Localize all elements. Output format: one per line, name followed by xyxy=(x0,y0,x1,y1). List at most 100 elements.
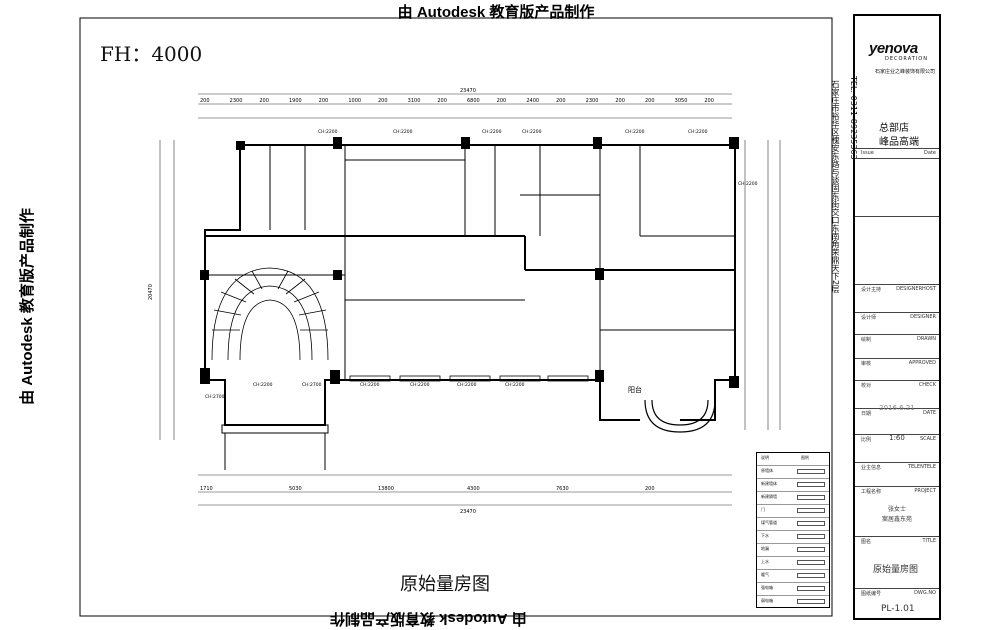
opening-label-10: CH:2200 xyxy=(410,382,430,388)
bottom-windows xyxy=(349,375,589,382)
company-name: 石家庄业之峰装饰有限公司 xyxy=(875,69,936,75)
legend-row-label: 门 xyxy=(761,507,765,512)
row-label-en: DRAWN xyxy=(917,336,936,342)
row-label-cn: 设计主持 xyxy=(861,287,882,293)
opening-label-7: CH:2200 xyxy=(253,382,273,388)
legend-symbol xyxy=(797,521,825,526)
top-dim-6: 200 xyxy=(378,98,388,104)
legend-row-label: 弱电箱 xyxy=(761,598,773,603)
balcony-left xyxy=(221,424,329,470)
plan-title: 原始量房图 xyxy=(400,574,490,595)
bottom-dim-5: 200 xyxy=(645,486,655,492)
opening-label-6: CH:2700 xyxy=(205,394,225,400)
branch-name: 总部店 xyxy=(879,123,909,134)
row-label-cn: 校对 xyxy=(861,383,872,389)
row-label-en: CHECK xyxy=(918,382,936,388)
total-width-label-bottom: 23470 xyxy=(460,509,476,515)
opening-label-1: CH:2200 xyxy=(393,129,413,135)
bottom-dim-3: 4300 xyxy=(467,486,480,492)
bottom-dim-2: 13800 xyxy=(378,486,394,492)
bottom-dimension-labels: 1710 5030 13800 4300 7630 200 xyxy=(200,486,655,492)
total-height-label: 20470 xyxy=(148,284,154,300)
structural-columns xyxy=(200,137,739,388)
curved-staircase xyxy=(211,267,329,361)
phone-vertical: TEL: 0311-89235363 xyxy=(849,76,858,160)
top-dim-11: 2400 xyxy=(526,98,539,104)
top-dimension-labels: 200 2300 200 1900 200 1000 200 3100 200 6800 200 24… xyxy=(200,98,714,104)
opening-label-12: CH:2200 xyxy=(505,382,525,388)
legend-symbol xyxy=(797,547,825,552)
legend-title: 说明 xyxy=(761,455,769,460)
top-dim-10: 200 xyxy=(497,98,507,104)
row-label-cn: 业主信息 xyxy=(861,465,882,471)
row-label-en: TELENTELE xyxy=(907,464,936,470)
opening-label-0: CH:2200 xyxy=(318,129,338,135)
row-label-cn: 图名 xyxy=(861,539,872,545)
legend-row: 上水 xyxy=(757,556,829,567)
bay-window xyxy=(644,399,716,433)
opening-label-2: CH:2200 xyxy=(482,129,502,135)
top-dim-0: 200 xyxy=(200,98,210,104)
top-dim-1: 2300 xyxy=(230,98,243,104)
top-dim-3: 1900 xyxy=(289,98,302,104)
owner-value: 张女士 xyxy=(887,506,906,513)
row-label-en: PROJECT xyxy=(914,488,936,494)
legend-symbol xyxy=(797,508,825,513)
top-dim-7: 3100 xyxy=(408,98,421,104)
row-label-cn: 日期 xyxy=(861,411,872,417)
top-dim-14: 200 xyxy=(615,98,625,104)
legend-row: 暖气 xyxy=(757,569,829,580)
legend-table: 说明图例 原墙体新建墙体新建隔墙门煤气管道下水地漏上水暖气强电箱弱电箱 xyxy=(756,452,830,608)
legend-row-label: 新建隔墙 xyxy=(761,494,777,499)
legend-row-label: 煤气管道 xyxy=(761,520,777,525)
legend-row: 地漏 xyxy=(757,543,829,554)
bottom-dim-4: 7630 xyxy=(556,486,569,492)
room-label-balcony: 阳台 xyxy=(628,385,642,394)
legend-symbol xyxy=(797,534,825,539)
row-label-cn: 绘制 xyxy=(861,337,872,343)
logo-subtitle: DECORATION xyxy=(885,56,928,62)
top-dim-12: 200 xyxy=(556,98,566,104)
top-dim-17: 200 xyxy=(704,98,714,104)
row-label-en: SCALE xyxy=(919,436,936,442)
top-dim-13: 2300 xyxy=(586,98,599,104)
top-dim-4: 200 xyxy=(319,98,329,104)
bottom-dim-0: 1710 xyxy=(200,486,213,492)
legend-row-label: 下水 xyxy=(761,533,769,538)
legend-row-label: 原墙体 xyxy=(761,468,773,473)
row-label-en: TITLE xyxy=(922,538,936,544)
top-dim-9: 6800 xyxy=(467,98,480,104)
legend-row: 门 xyxy=(757,504,829,515)
legend-row-label: 上水 xyxy=(761,559,769,564)
company-logo: yenova xyxy=(869,40,918,57)
top-dim-16: 3050 xyxy=(675,98,688,104)
legend-row: 下水 xyxy=(757,530,829,541)
drawing-border xyxy=(79,17,833,617)
row-label-cn: 比例 xyxy=(861,437,872,443)
watermark-top: 由 Autodesk 教育版产品制作 xyxy=(397,4,595,21)
legend-row-label: 地漏 xyxy=(761,546,769,551)
top-dim-8: 200 xyxy=(437,98,447,104)
legend-symbol xyxy=(797,495,825,500)
legend-row: 新建隔墙 xyxy=(757,491,829,502)
branch-sub: 峰品高端 xyxy=(879,137,919,148)
row-label-cn: 审核 xyxy=(861,361,872,367)
opening-label-3: CH:2200 xyxy=(522,129,542,135)
title-value: 原始量房图 xyxy=(873,565,919,575)
address-vertical: 石家庄市裕华区槐安东路与谈固东街交口东南角荣鼎天下2层 xyxy=(831,80,840,294)
scale-value: 1:60 xyxy=(889,434,905,442)
date-label: Date xyxy=(924,150,936,156)
legend-symbol xyxy=(797,482,825,487)
bottom-dim-1: 5030 xyxy=(289,486,302,492)
row-label-en: APPROVED xyxy=(908,360,936,366)
legend-symbol xyxy=(797,586,825,591)
opening-label-11: CH:2200 xyxy=(457,382,477,388)
top-dim-5: 1000 xyxy=(348,98,361,104)
row-label-en: DWG.NO xyxy=(914,590,936,596)
legend-row: 原墙体 xyxy=(757,465,829,476)
legend-symbol xyxy=(797,560,825,565)
dwg-no-value: PL-1.01 xyxy=(881,604,915,614)
opening-label-4: CH:2200 xyxy=(625,129,645,135)
